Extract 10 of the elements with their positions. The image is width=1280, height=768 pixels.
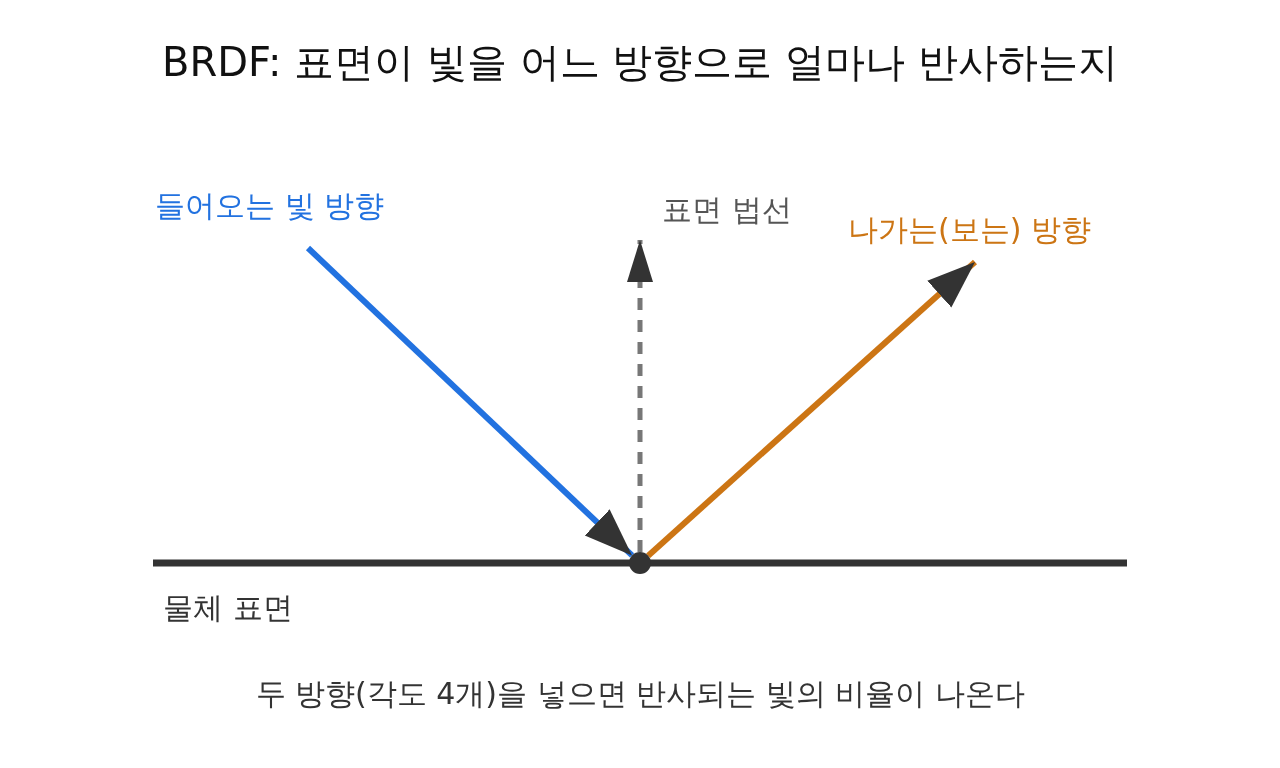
normal-label: 표면 법선 xyxy=(662,192,792,228)
arrow xyxy=(646,259,977,558)
title: BRDF: 표면이 빛을 어느 방향으로 얼마나 반사하는지 xyxy=(162,38,1118,86)
caption: 두 방향(각도 4개)을 넣으면 반사되는 빛의 비율이 나온다 xyxy=(255,676,1025,712)
incoming-direction-label: 들어오는 빛 방향 xyxy=(155,188,385,224)
arrow xyxy=(305,245,635,558)
outgoing-direction-label: 나가는(보는) 방향 xyxy=(848,212,1091,248)
reflection-point xyxy=(629,552,651,574)
arrow xyxy=(627,240,653,552)
surface-label: 물체 표면 xyxy=(163,590,293,626)
